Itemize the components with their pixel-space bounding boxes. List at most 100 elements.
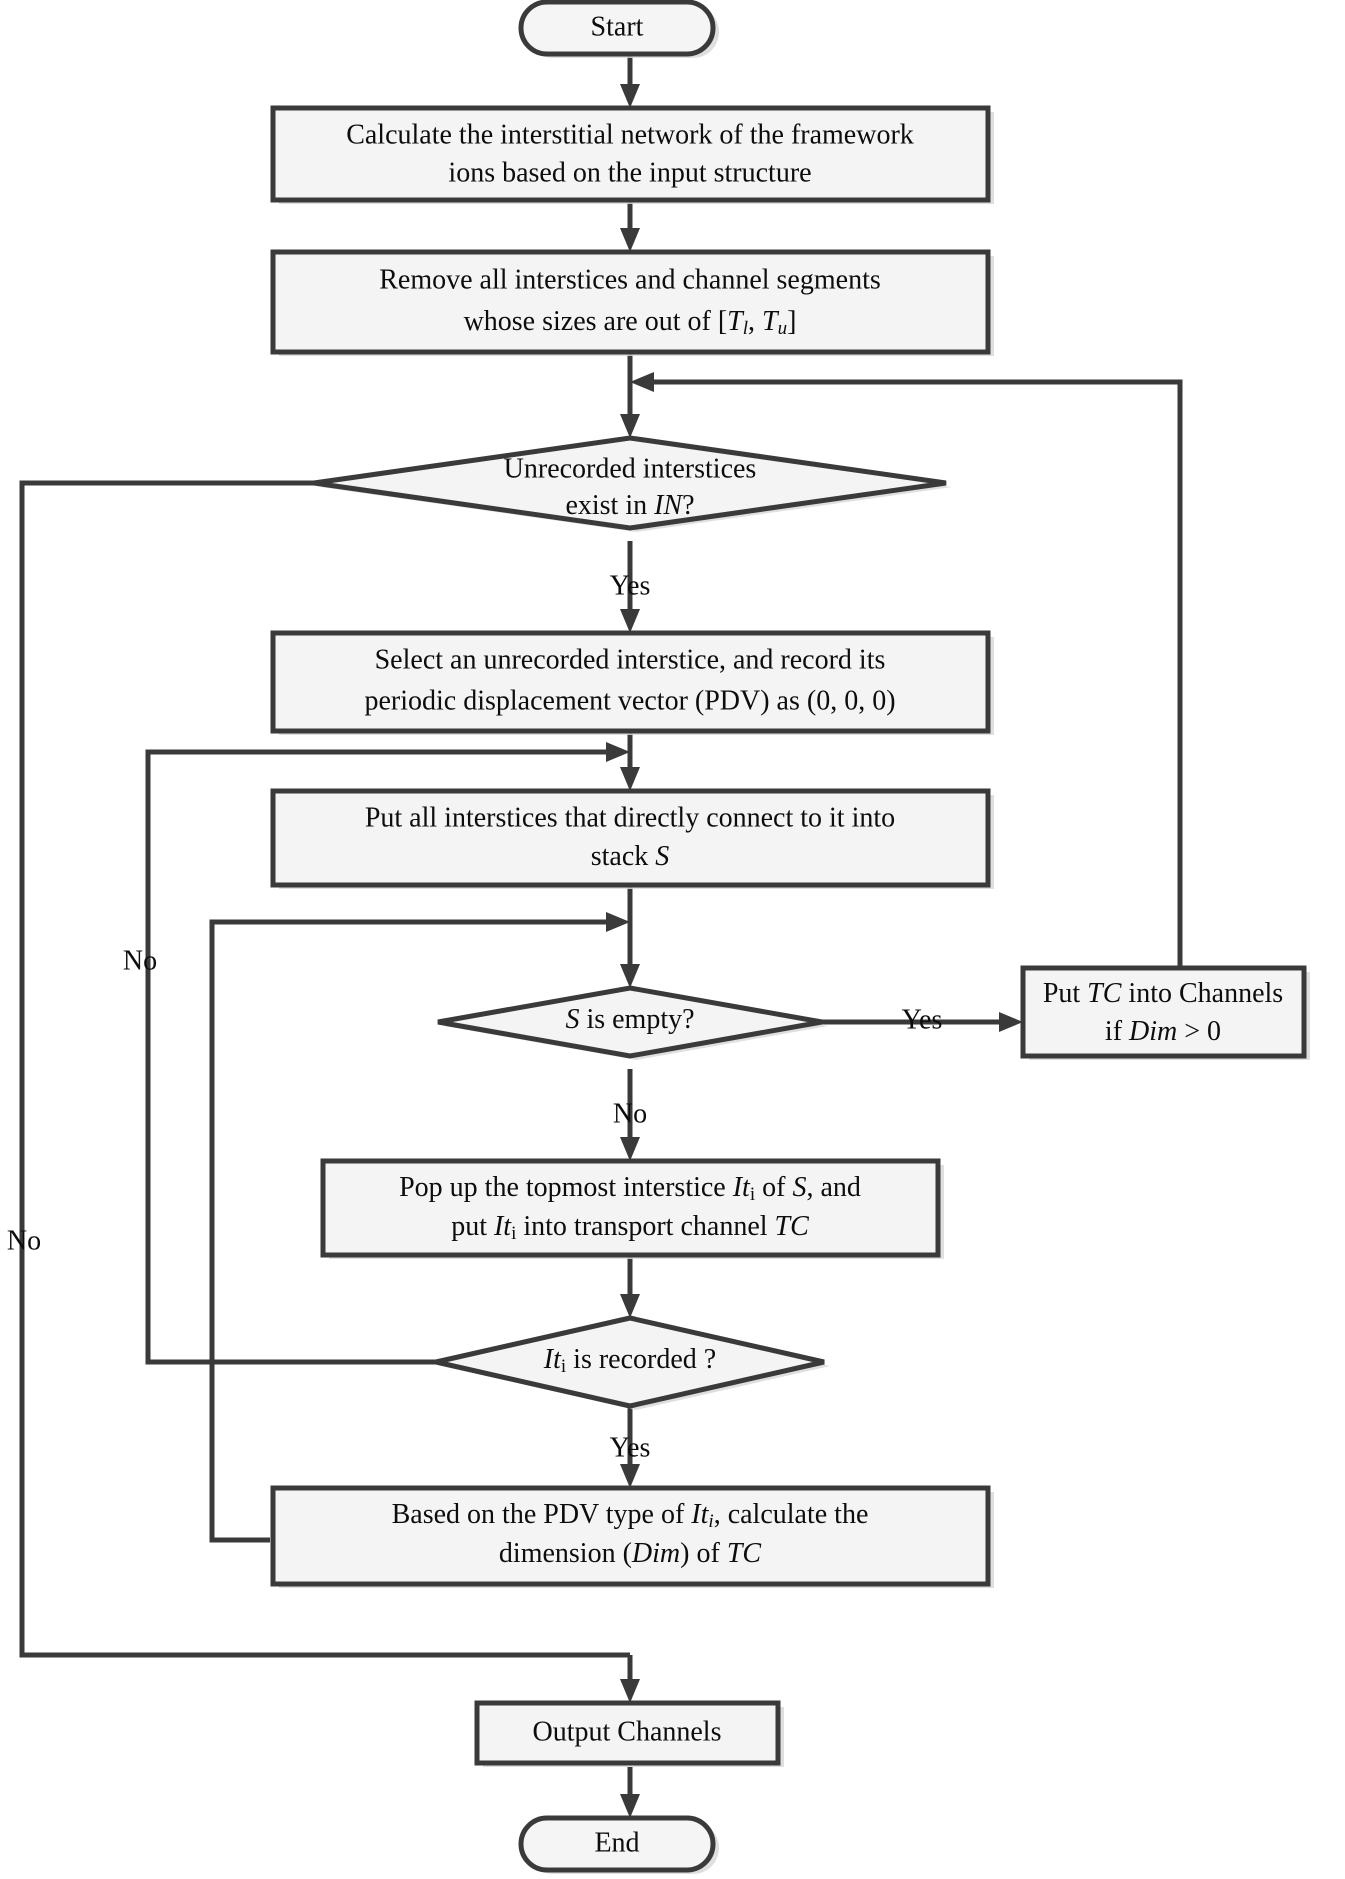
putstack-line2: stack S: [591, 841, 670, 872]
calculate-shape: [270, 105, 991, 203]
arrowhead-dimension-loop: [606, 912, 630, 932]
puttc-sym-dim: Dim: [1128, 1016, 1177, 1047]
node-pop-topmost[interactable]: Pop up the topmost interstice Iti of S, …: [320, 1158, 944, 1259]
remove-line2-mid: ,: [748, 306, 762, 337]
node-unrecorded-check[interactable]: Unrecorded interstices exist in IN?: [313, 435, 952, 532]
unrecorded-shape: [313, 435, 947, 531]
start-label: Start: [591, 11, 644, 42]
arrowhead-puttc-loopback: [630, 372, 654, 392]
arrowhead-unrecorded-select: [620, 609, 640, 633]
pop-sym-tc: TC: [775, 1211, 810, 1242]
recorded-shape: [435, 1315, 825, 1409]
label-unrecorded-yes: Yes: [610, 570, 651, 601]
puttc-line2-prefix: if: [1105, 1016, 1129, 1047]
unrecorded-line2-suffix: ?: [682, 490, 694, 521]
calcdim-sym-tc: TC: [727, 1538, 762, 1569]
pop-line2-a: put: [451, 1211, 494, 1242]
pop-line1-c: , and: [806, 1172, 860, 1203]
unrecorded-line1: Unrecorded interstices: [504, 453, 757, 484]
calcdim-line1-b: , calculate the: [714, 1499, 869, 1530]
label-unrecorded-no: No: [123, 945, 157, 976]
recorded-sym-it: It: [543, 1344, 562, 1375]
recorded-suffix: is recorded ?: [566, 1344, 716, 1375]
edge-label-layer: Yes No No Yes No Yes: [7, 570, 942, 1463]
arrowhead-output-end: [620, 1794, 640, 1818]
calcdim-shape: [270, 1485, 991, 1587]
puttc-line2-suffix: > 0: [1177, 1016, 1221, 1047]
calcdim-sym-dim: Dim: [631, 1538, 680, 1569]
edge-unrecorded-no: [19, 480, 630, 1658]
arrowhead-pop-recorded: [620, 1294, 640, 1318]
calcdim-line2-a: dimension (: [499, 1538, 632, 1569]
arrowhead-select-putstack: [620, 767, 640, 791]
node-start[interactable]: Start: [518, 0, 719, 58]
puttc-line1-prefix: Put: [1043, 978, 1087, 1009]
node-stack-empty-check[interactable]: S is empty?: [437, 985, 828, 1060]
puttc-line2: if Dim > 0: [1105, 1016, 1221, 1047]
empty-label: S is empty?: [565, 1004, 694, 1035]
arrowhead-remove-unrecorded: [620, 414, 640, 438]
calculate-line1: Calculate the interstitial network of th…: [346, 119, 914, 150]
puttc-shape: [1020, 965, 1307, 1059]
pop-line1-a: Pop up the topmost interstice: [399, 1172, 733, 1203]
pop-sym-it2: It: [493, 1211, 512, 1242]
select-line1: Select an unrecorded interstice, and rec…: [375, 644, 886, 675]
node-calc-dimension[interactable]: Based on the PDV type of Iti, calculate …: [270, 1485, 994, 1588]
label-unrecorded-no-far: No: [7, 1225, 41, 1256]
calcdim-line1: Based on the PDV type of Iti, calculate …: [392, 1499, 869, 1532]
arrowhead-to-output: [620, 1679, 640, 1703]
calcdim-sym-it: It: [690, 1499, 709, 1530]
node-put-into-stack[interactable]: Put all interstices that directly connec…: [270, 788, 994, 889]
edge-dimension-loop: [209, 919, 618, 1543]
remove-shape: [270, 249, 991, 355]
putstack-shape: [270, 788, 991, 888]
remove-sym-tl: T: [727, 306, 745, 337]
calcdim-line2-b: ) of: [680, 1538, 727, 1569]
arrowhead-calculate-remove: [620, 228, 640, 252]
select-shape: [270, 630, 991, 734]
end-label: End: [594, 1827, 639, 1858]
remove-sub-u: u: [778, 318, 788, 339]
remove-line2-prefix: whose sizes are out of [: [464, 306, 728, 337]
node-is-recorded-check[interactable]: Iti is recorded ?: [435, 1315, 830, 1410]
pop-shape: [320, 1158, 941, 1258]
remove-line2-suffix: ]: [787, 306, 796, 337]
pop-line1-b: of: [755, 1172, 792, 1203]
putstack-sym-s: S: [655, 841, 669, 872]
arrowhead-start-calculate: [620, 84, 640, 108]
arrowhead-empty-puttc: [999, 1012, 1023, 1032]
remove-line2: whose sizes are out of [Tl, Tu]: [464, 306, 797, 339]
node-calculate-network[interactable]: Calculate the interstitial network of th…: [270, 105, 994, 204]
puttc-line1: Put TC into Channels: [1043, 978, 1283, 1009]
node-output-channels[interactable]: Output Channels: [474, 1700, 784, 1767]
connector-layer: [19, 52, 1183, 1818]
label-empty-no: No: [613, 1098, 647, 1129]
putstack-line1: Put all interstices that directly connec…: [365, 802, 895, 833]
pop-sym-s: S: [792, 1172, 806, 1203]
node-select-interstice[interactable]: Select an unrecorded interstice, and rec…: [270, 630, 994, 735]
output-shape: [474, 1700, 781, 1766]
remove-line1: Remove all interstices and channel segme…: [379, 264, 881, 295]
output-label: Output Channels: [533, 1716, 722, 1747]
node-end[interactable]: End: [518, 1815, 719, 1874]
calcdim-line1-a: Based on the PDV type of: [392, 1499, 692, 1530]
end-shape: [518, 1815, 716, 1873]
recorded-label: Iti is recorded ?: [543, 1344, 716, 1377]
unrecorded-sym-in: IN: [653, 490, 683, 521]
unrecorded-line2: exist in IN?: [565, 490, 694, 521]
puttc-sym-tc: TC: [1087, 978, 1122, 1009]
label-recorded-yes: Yes: [610, 1432, 651, 1463]
putstack-line2-prefix: stack: [591, 841, 656, 872]
node-remove-interstices[interactable]: Remove all interstices and channel segme…: [270, 249, 994, 356]
pop-sub-i: i: [750, 1184, 755, 1205]
label-empty-yes: Yes: [902, 1004, 943, 1035]
arrowhead-recorded-calcdim: [620, 1464, 640, 1488]
arrowhead-empty-pop: [620, 1137, 640, 1161]
node-put-tc-channels[interactable]: Put TC into Channels if Dim > 0: [1020, 965, 1310, 1060]
pop-sym-it: It: [732, 1172, 751, 1203]
arrowhead-putstack-empty: [620, 964, 640, 988]
calcdim-sub-i: i: [708, 1511, 713, 1532]
pop-sub-i2: i: [511, 1223, 516, 1244]
